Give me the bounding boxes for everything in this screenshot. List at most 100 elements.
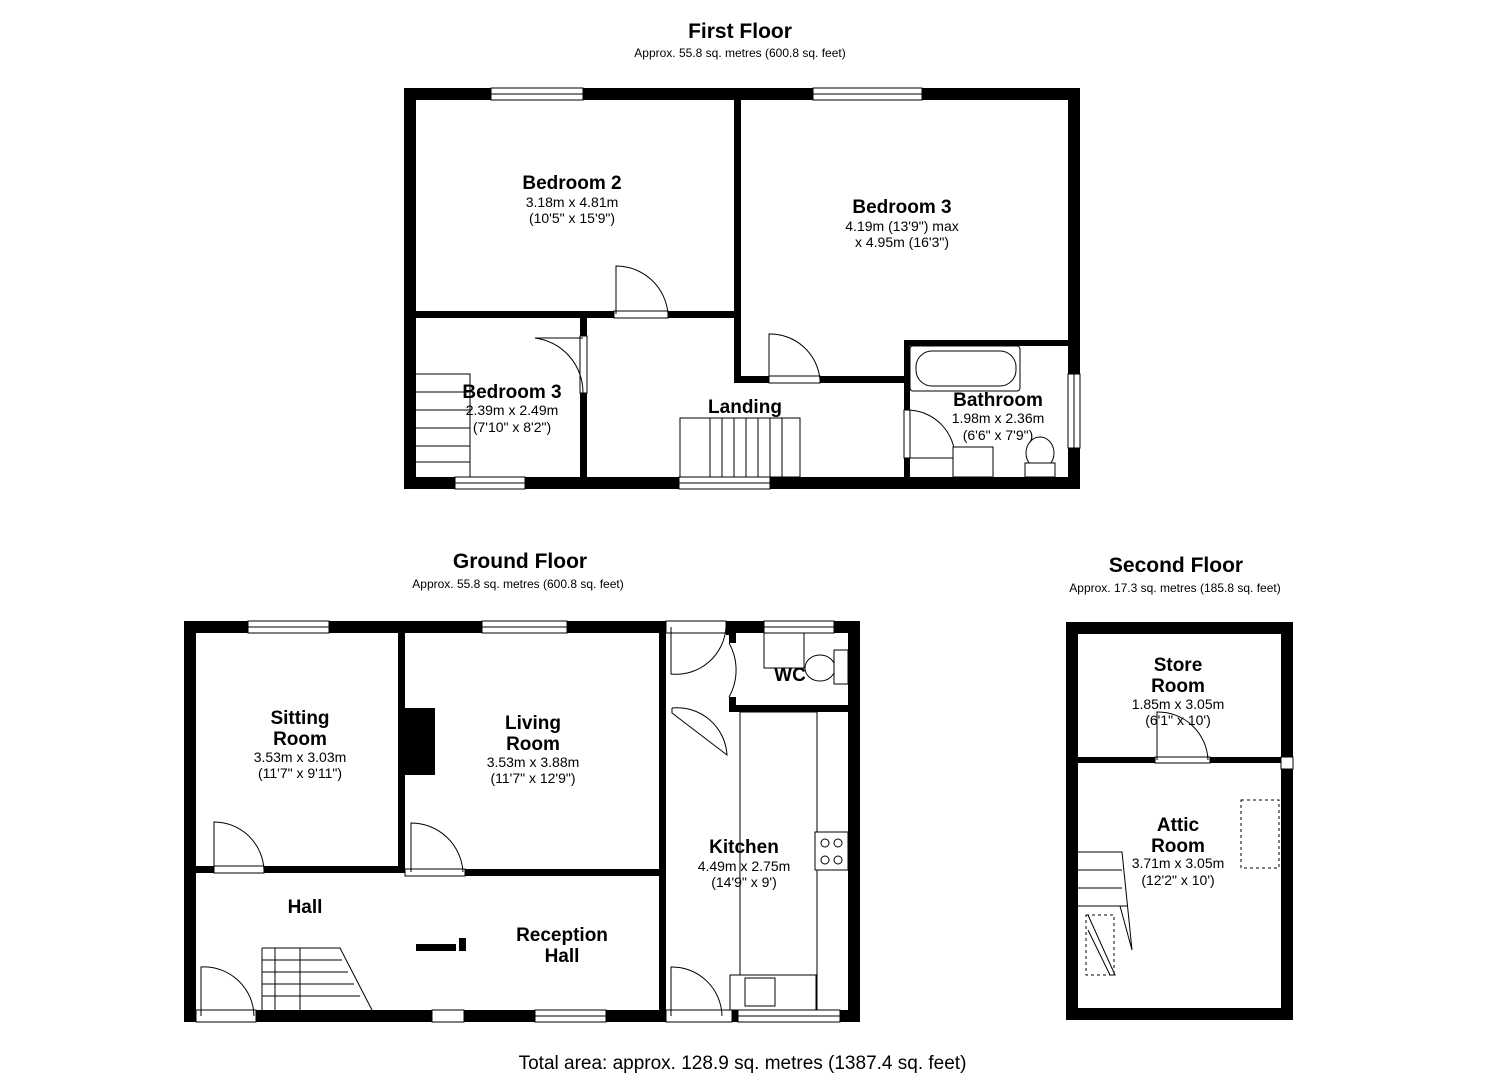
bath-inner [915, 350, 1017, 387]
total-area: Total area: approx. 128.9 sq. metres (13… [518, 1053, 967, 1074]
hob-ring [820, 855, 830, 865]
wall [1066, 1008, 1293, 1020]
basin [763, 632, 805, 669]
door-swing [200, 966, 255, 1017]
dashed-area [1085, 914, 1115, 976]
sink [744, 977, 776, 1007]
hob [814, 831, 849, 871]
wall [264, 866, 405, 873]
wall [668, 311, 741, 318]
room-dim-metric: 1.98m x 2.36m [952, 410, 1045, 426]
door-opening [404, 868, 466, 877]
wall [904, 340, 910, 410]
wall [1281, 622, 1293, 1020]
wall [734, 100, 741, 315]
wall [726, 621, 733, 635]
second-floor-title: Second Floor [1108, 554, 1244, 577]
hob-ring [820, 838, 830, 848]
door-swing [768, 333, 821, 381]
door-swing [1156, 711, 1209, 761]
wall [465, 869, 659, 876]
door-opening [1154, 756, 1211, 764]
room-dim-imperial: x 4.95m (16'3") [855, 234, 949, 250]
room-dim-imperial: (12'2" x 10') [1141, 872, 1214, 888]
wall [734, 311, 741, 383]
room-dim-metric: 2.39m x 2.49m [466, 402, 559, 418]
door-swing [410, 822, 464, 873]
wall [904, 340, 1068, 346]
wall [1066, 622, 1078, 1020]
room-dim-imperial: (10'5" x 15'9") [529, 210, 615, 226]
wall [729, 697, 736, 712]
room-dim-metric: 4.49m x 2.75m [698, 858, 791, 874]
door-swing [671, 707, 728, 757]
door-opening [195, 1009, 257, 1023]
wall [580, 318, 587, 336]
door-opening [665, 620, 727, 634]
counter [739, 711, 818, 1011]
room-name-reception-2: Hall [545, 946, 580, 967]
wall [734, 376, 769, 383]
wall [580, 393, 587, 477]
room-name-wc: WC [774, 665, 806, 686]
room-dim-metric: 3.18m x 4.81m [526, 194, 619, 210]
room-dim-imperial: (6'6" x 7'9") [963, 427, 1034, 443]
room-dim-imperial: (7'10" x 8'2") [473, 419, 551, 435]
room-name-landing: Landing [708, 397, 782, 418]
room-dim-metric: 3.53m x 3.03m [254, 749, 347, 765]
toilet-cistern [833, 649, 849, 685]
wall [1066, 622, 1293, 634]
stairs [261, 947, 373, 1011]
floor-plan: Bedroom 2 3.18m x 4.81m (10'5" x 15'9") … [184, 87, 1294, 1023]
room-dim-imperial: (11'7" x 12'9") [490, 770, 575, 786]
wall [729, 705, 848, 712]
wall [659, 633, 666, 1022]
stairs [416, 373, 471, 477]
room-name-bedroom-3-small: Bedroom 3 [462, 382, 561, 403]
wall [404, 88, 416, 489]
door-swing [615, 265, 669, 315]
wall [184, 621, 196, 1022]
wall [848, 621, 860, 1022]
ground-floor-area: Approx. 55.8 sq. metres (600.8 sq. feet) [412, 577, 624, 591]
room-name-bedroom-3-large: Bedroom 3 [852, 197, 951, 218]
room-dim-metric: 3.71m x 3.05m [1132, 855, 1225, 871]
door-opening [903, 409, 911, 459]
door-swing [534, 337, 584, 394]
door-swing [728, 642, 737, 698]
wall [398, 633, 405, 873]
dashed-area [1240, 799, 1280, 869]
wall [1078, 757, 1155, 763]
wall [904, 458, 910, 477]
door-opening [579, 335, 588, 394]
ground-floor-title: Ground Floor [452, 550, 588, 573]
second-floor-area: Approx. 17.3 sq. metres (185.8 sq. feet) [1069, 581, 1281, 595]
room-name-sitting-2: Room [273, 729, 327, 750]
room-dim-metric: 3.53m x 3.88m [487, 754, 580, 770]
room-name-bedroom-2: Bedroom 2 [522, 173, 621, 194]
wall [1210, 757, 1281, 763]
room-name-living: Living [505, 713, 561, 734]
wall [405, 708, 435, 775]
wall [820, 376, 905, 383]
wall [416, 311, 614, 318]
room-name-reception: Reception [516, 925, 608, 946]
door-opening [613, 310, 669, 319]
room-dim-metric: 4.19m (13'9") max [845, 218, 958, 234]
door-opening [665, 1009, 733, 1023]
first-floor-area: Approx. 55.8 sq. metres (600.8 sq. feet) [634, 46, 846, 60]
door-swing [906, 409, 956, 459]
door-swing [213, 821, 265, 871]
room-dim-imperial: (14'9" x 9') [711, 874, 777, 890]
stairs [679, 417, 801, 478]
hob-ring [833, 838, 843, 848]
door-opening [213, 865, 265, 874]
toilet-cistern [1024, 462, 1056, 478]
wall [196, 866, 214, 873]
door-swing [670, 626, 727, 675]
door-opening [768, 375, 821, 384]
room-name-sitting: Sitting [270, 708, 329, 729]
hob-ring [833, 855, 843, 865]
room-name-bathroom: Bathroom [953, 390, 1043, 411]
room-name-attic: Attic [1157, 815, 1200, 836]
